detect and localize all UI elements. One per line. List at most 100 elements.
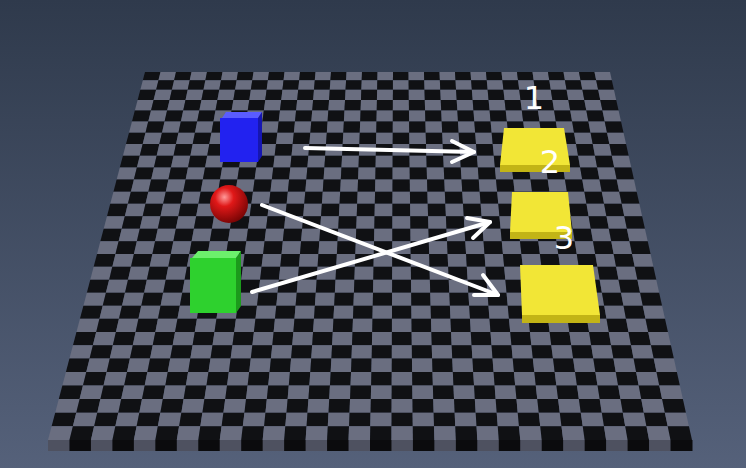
floor-tile xyxy=(294,121,311,132)
floor-tile xyxy=(431,319,451,332)
floor-tile xyxy=(151,168,171,180)
floor-tile xyxy=(262,254,282,267)
floor-tile xyxy=(432,372,453,385)
floor-tile xyxy=(377,80,393,90)
floor-tile xyxy=(392,306,412,319)
floor-tile xyxy=(145,372,168,385)
floor-tile xyxy=(313,319,333,332)
floor-tile xyxy=(480,192,499,204)
floor-tile xyxy=(231,345,253,358)
floor-tile xyxy=(361,80,377,90)
floor-tile xyxy=(602,192,622,204)
floor-tile xyxy=(450,319,470,332)
floor-tile xyxy=(243,413,266,427)
floor-tile xyxy=(275,144,293,156)
floor-tile xyxy=(489,100,506,111)
floor-tile xyxy=(356,216,374,228)
floor-tile xyxy=(360,121,377,132)
floor-tile xyxy=(261,121,279,132)
floor-tile xyxy=(357,192,375,204)
floor-tile xyxy=(393,90,409,100)
floor-tile xyxy=(350,386,371,400)
floor-tile xyxy=(470,319,491,332)
floor-tile xyxy=(324,156,342,168)
floor-tile xyxy=(163,192,183,204)
floor-tile xyxy=(330,72,346,80)
floor-tile xyxy=(280,100,297,111)
floor-tile xyxy=(168,168,188,180)
floor-tile xyxy=(266,216,285,228)
floor-tile xyxy=(328,413,350,427)
floor-tile xyxy=(293,133,311,144)
floor-tile xyxy=(140,144,160,156)
floor-tile xyxy=(330,80,346,90)
floor-tile xyxy=(360,111,377,122)
floor-tile xyxy=(303,204,322,216)
floor-tile xyxy=(519,426,542,440)
floor-tile xyxy=(313,90,330,100)
floor-tile xyxy=(425,111,442,122)
floor-tile xyxy=(600,280,621,293)
floor-tile xyxy=(275,306,296,319)
floor-tile xyxy=(165,111,184,122)
floor-tile xyxy=(312,100,329,111)
floor-tile xyxy=(333,319,353,332)
floor-tile xyxy=(290,156,308,168)
floor-tile xyxy=(59,386,83,400)
floor-tile xyxy=(91,426,115,440)
floor-tile xyxy=(575,372,597,385)
floor-tile xyxy=(409,100,425,111)
floor-tile xyxy=(90,345,113,358)
arrows xyxy=(252,141,498,295)
floor-tile xyxy=(484,241,503,254)
floor-tile xyxy=(174,144,193,156)
floor-tile xyxy=(315,293,335,306)
floor-edge xyxy=(91,440,113,451)
floor-tile xyxy=(393,180,410,192)
floor-tile xyxy=(648,332,671,345)
floor-tile xyxy=(329,399,351,413)
floor-edge xyxy=(327,440,349,451)
floor-tile xyxy=(492,345,513,358)
floor-tile xyxy=(552,100,570,111)
floor-tile xyxy=(173,332,195,345)
floor-tile xyxy=(309,372,330,385)
floor-tile xyxy=(639,386,662,400)
floor-tile xyxy=(210,229,230,242)
floor-tile xyxy=(197,111,215,122)
floor-tile xyxy=(434,426,456,440)
floor-tile xyxy=(551,90,569,100)
floor-tile xyxy=(551,345,573,358)
floor-tile xyxy=(135,100,154,111)
floor-tile xyxy=(188,156,207,168)
floor-tile xyxy=(427,180,445,192)
floor-tile xyxy=(155,426,179,440)
floor-tile xyxy=(195,319,217,332)
floor-tile xyxy=(375,180,392,192)
floor-tile xyxy=(392,192,410,204)
floor-tile xyxy=(372,319,392,332)
floor-tile xyxy=(446,216,465,228)
floor-tile xyxy=(613,359,636,372)
floor-tile xyxy=(201,90,219,100)
floor-tile xyxy=(654,359,677,372)
floor-tile xyxy=(550,332,572,345)
floor-tile xyxy=(288,386,310,400)
floor-tile xyxy=(137,413,161,427)
floor-tile xyxy=(118,399,142,413)
floor-edge xyxy=(542,440,564,451)
floor-edge xyxy=(671,440,693,451)
floor-tile xyxy=(392,204,410,216)
floor-tile xyxy=(565,180,584,192)
floor-tile xyxy=(449,293,469,306)
floor-edge xyxy=(563,440,585,451)
floor-tile xyxy=(567,192,587,204)
floor-edge xyxy=(606,440,628,451)
floor-tile xyxy=(561,426,584,440)
floor-tile xyxy=(373,293,392,306)
floor-tile xyxy=(530,332,551,345)
floor-tile xyxy=(186,168,205,180)
floor-tile xyxy=(339,204,357,216)
floor-tile xyxy=(103,293,125,306)
floor-tile xyxy=(569,332,591,345)
